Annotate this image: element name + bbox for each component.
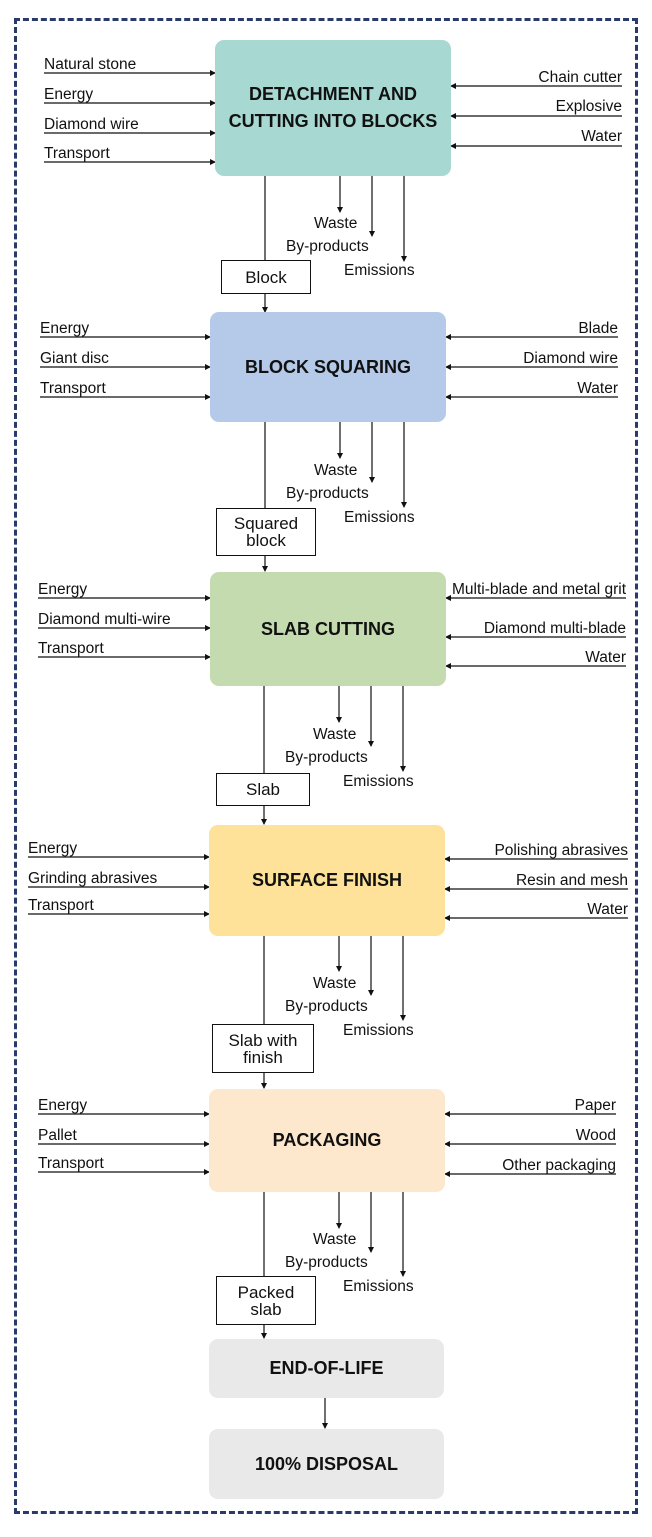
product-box: Squared block [216, 508, 316, 556]
input-label: Other packaging [502, 1157, 616, 1174]
input-label: Diamond multi-blade [483, 620, 626, 637]
output-waste-label: Waste [314, 215, 358, 232]
stage-title: SLAB CUTTING [261, 618, 395, 639]
input-label: Energy [40, 320, 90, 337]
output-waste-label: Waste [313, 1231, 357, 1248]
stage-title: DETACHMENT AND CUTTING INTO BLOCKS [228, 84, 438, 131]
stage-title: PACKAGING [272, 1130, 382, 1150]
input-label: Chain cutter [538, 69, 622, 86]
input-label: Giant disc [40, 350, 109, 367]
end-of-life-title: END-OF-LIFE [269, 1358, 384, 1378]
output-byproducts-label: By-products [286, 238, 369, 255]
input-label: Energy [38, 1097, 88, 1114]
input-label: Water [581, 128, 622, 145]
output-waste-label: Waste [313, 975, 357, 992]
stage-squaring: BLOCK SQUARING [210, 312, 446, 422]
output-emissions-label: Emissions [343, 773, 414, 790]
output-byproducts-label: By-products [285, 749, 368, 766]
input-label: Polishing abrasives [494, 842, 628, 859]
input-label: Water [577, 380, 618, 397]
output-waste-label: Waste [314, 462, 358, 479]
stage-surface-finish: SURFACE FINISH [209, 825, 445, 936]
stage-detachment: DETACHMENT AND CUTTING INTO BLOCKS [215, 40, 451, 176]
disposal-box: 100% DISPOSAL [209, 1429, 444, 1499]
input-label: Explosive [555, 98, 622, 115]
product-label: Slab [245, 780, 281, 799]
output-byproducts-label: By-products [286, 485, 369, 502]
product-label: Squared block [233, 514, 299, 550]
product-label: Packed slab [237, 1282, 295, 1319]
product-box: Slab with finish [212, 1024, 314, 1073]
output-emissions-label: Emissions [343, 1022, 414, 1039]
input-label: Grinding abrasives [28, 870, 158, 887]
product-label: Slab with finish [228, 1030, 298, 1067]
input-label: Energy [28, 840, 78, 857]
input-label: Paper [574, 1097, 616, 1114]
disposal-title: 100% DISPOSAL [254, 1453, 399, 1474]
input-label: Multi-blade and metal grit [451, 581, 626, 598]
input-label: Energy [44, 86, 94, 103]
input-label: Diamond multi-wire [38, 611, 171, 628]
input-label: Wood [575, 1127, 616, 1144]
output-emissions-label: Emissions [344, 509, 415, 526]
input-label: Resin and mesh [515, 872, 628, 889]
input-label: Transport [38, 640, 104, 657]
product-box: Block [221, 260, 311, 294]
product-box: Slab [216, 773, 310, 806]
output-byproducts-label: By-products [285, 998, 368, 1015]
stage-title: BLOCK SQUARING [245, 356, 411, 377]
input-label: Water [585, 649, 626, 666]
input-label: Blade [578, 320, 618, 337]
input-label: Transport [44, 145, 110, 162]
stage-title: SURFACE FINISH [251, 870, 402, 890]
stage-slab-cutting: SLAB CUTTING [210, 572, 446, 686]
output-byproducts-label: By-products [285, 1254, 368, 1271]
input-label: Water [587, 901, 628, 918]
stage-packaging: PACKAGING [209, 1089, 445, 1192]
diagram-frame [14, 18, 638, 1514]
input-label: Transport [28, 897, 94, 914]
input-label: Transport [38, 1155, 104, 1172]
input-label: Diamond wire [523, 350, 618, 367]
product-label: Block [245, 267, 287, 287]
input-label: Diamond wire [44, 116, 139, 133]
input-label: Energy [38, 581, 88, 598]
input-label: Transport [40, 380, 106, 397]
product-box: Packed slab [216, 1276, 316, 1325]
end-of-life-box: END-OF-LIFE [209, 1339, 444, 1398]
output-emissions-label: Emissions [344, 262, 415, 279]
input-label: Pallet [38, 1127, 77, 1144]
output-emissions-label: Emissions [343, 1278, 414, 1295]
input-label: Natural stone [44, 56, 137, 73]
output-waste-label: Waste [313, 726, 357, 743]
